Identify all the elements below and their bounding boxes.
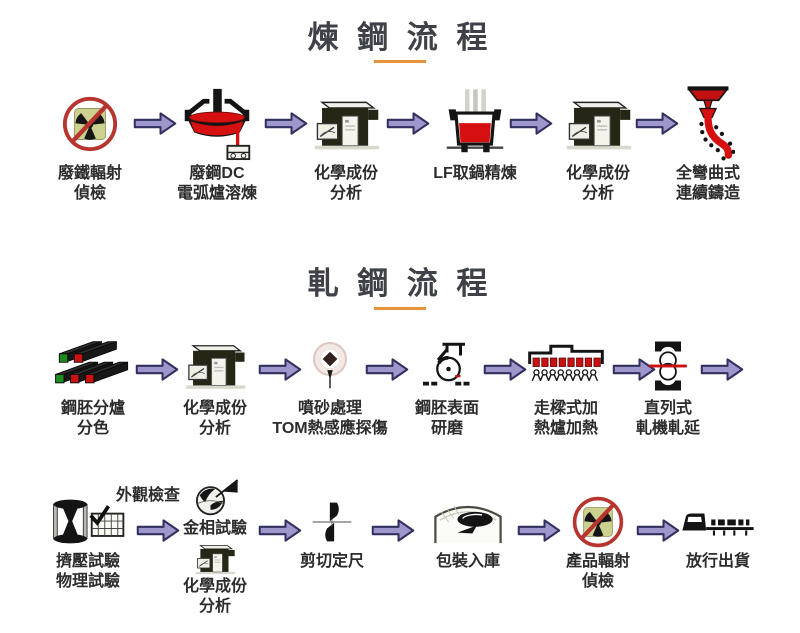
step-packing-warehouse: 包裝入庫 bbox=[420, 494, 516, 572]
label-line: LF取鍋精煉 bbox=[433, 165, 517, 182]
step-label: 廢鐵輻射 偵檢 bbox=[58, 164, 122, 205]
flow-arrow-icon bbox=[508, 110, 554, 137]
label-line: 電弧爐溶煉 bbox=[176, 185, 257, 203]
chemical-analysis-label: 化學成份 分析 bbox=[168, 577, 262, 618]
label-line: 分析 bbox=[581, 185, 614, 203]
press-test-icon bbox=[44, 494, 132, 550]
label-line: 分色 bbox=[76, 420, 109, 438]
chemical-analyzer-icon bbox=[561, 86, 635, 162]
visual-inspection-label: 外觀檢查 bbox=[115, 487, 180, 504]
label-line: 全彎曲式 bbox=[675, 165, 740, 182]
continuous-casting-icon bbox=[681, 86, 735, 162]
metallography-icon bbox=[190, 479, 240, 522]
title-underline-steelmaking bbox=[374, 60, 426, 63]
label-line: 鋼胚分爐 bbox=[60, 400, 125, 417]
blast-sensor-icon bbox=[310, 335, 350, 397]
chemical-analyzer-icon bbox=[181, 335, 249, 397]
billets-icon bbox=[51, 335, 135, 397]
metallographic-test-label: 金相試驗 bbox=[182, 520, 247, 537]
label-line: 化學成份 bbox=[182, 400, 247, 417]
warehouse-icon bbox=[431, 494, 505, 550]
step-label: 走樑式加 熱爐加熱 bbox=[534, 399, 598, 440]
step-billet-surface-grinding: 鋼胚表面 研磨 bbox=[398, 335, 496, 440]
chemical-analyzer-icon bbox=[309, 86, 383, 162]
shear-icon bbox=[309, 494, 355, 550]
surface-grinder-icon bbox=[420, 335, 474, 397]
label-line: 直列式 bbox=[643, 400, 692, 417]
step-label: 放行出貨 bbox=[686, 552, 750, 572]
step-release-shipping: 放行出貨 bbox=[666, 494, 770, 572]
step-curved-continuous-casting: 全彎曲式 連續鑄造 bbox=[660, 86, 756, 205]
step-blast-tom-inspection: 噴砂處理 TOM熱感應探傷 bbox=[258, 335, 402, 440]
label-line: 擠壓試驗 bbox=[55, 553, 120, 570]
label-line: 廢鋼DC bbox=[189, 165, 245, 182]
step-shear-to-length: 剪切定尺 bbox=[288, 494, 376, 572]
step-press-physical-test: 擠壓試驗 物理試驗 bbox=[38, 494, 138, 593]
step-inline-rolling-mill: 直列式 軋機軋延 bbox=[616, 335, 720, 440]
label-line: 產品輻射 bbox=[565, 553, 630, 570]
section-title-steelmaking: 煉 鋼 流 程 bbox=[307, 20, 493, 55]
step-label: 擠壓試驗 物理試驗 bbox=[56, 552, 120, 593]
radiation-ban-icon bbox=[61, 86, 119, 162]
step-label: 直列式 軋機軋延 bbox=[636, 399, 700, 440]
label-line: 物理試驗 bbox=[55, 573, 120, 591]
step-label: 鋼胚表面 研磨 bbox=[415, 399, 479, 440]
step-label: 化學成份 分析 bbox=[314, 164, 378, 205]
label-line: TOM熱感應探傷 bbox=[272, 420, 388, 438]
label-line: 化學成份 bbox=[313, 165, 378, 182]
step-walking-beam-furnace: 走樑式加 熱爐加熱 bbox=[514, 335, 618, 440]
label-line: 包裝入庫 bbox=[435, 553, 500, 570]
step-label: 化學成份 分析 bbox=[566, 164, 630, 205]
step-label: 剪切定尺 bbox=[300, 552, 364, 572]
rolling-mill-icon bbox=[647, 335, 689, 397]
step-chemical-analysis-3: 化學成份 分析 bbox=[166, 335, 264, 440]
step-billet-sorting: 鋼胚分爐 分色 bbox=[44, 335, 142, 440]
flow-arrow-icon bbox=[370, 517, 416, 544]
step-label: 產品輻射 偵檢 bbox=[566, 552, 630, 593]
label-line: 鋼胚表面 bbox=[414, 400, 479, 417]
label-line: 分析 bbox=[198, 420, 231, 438]
step-dc-arc-furnace-melting: 廢鋼DC 電弧爐溶煉 bbox=[168, 86, 266, 205]
label-line: 連續鑄造 bbox=[675, 185, 740, 203]
step-label: 全彎曲式 連續鑄造 bbox=[676, 164, 740, 205]
step-label: 噴砂處理 TOM熱感應探傷 bbox=[272, 399, 387, 440]
step-product-radiation-check: 產品輻射 偵檢 bbox=[548, 494, 648, 593]
label-line: 噴砂處理 bbox=[297, 400, 362, 417]
label-line: 熱爐加熱 bbox=[533, 420, 598, 438]
step-label: 包裝入庫 bbox=[436, 552, 500, 572]
section-title-rolling: 軋 鋼 流 程 bbox=[307, 266, 493, 301]
label-line: 偵檢 bbox=[73, 185, 106, 203]
label-line: 放行出貨 bbox=[685, 553, 750, 570]
title-underline-rolling bbox=[374, 307, 426, 310]
flow-arrow-icon bbox=[699, 356, 745, 383]
step-scrap-radiation-check: 廢鐵輻射 偵檢 bbox=[46, 86, 134, 205]
truck-icon bbox=[679, 494, 757, 550]
walking-beam-furnace-icon bbox=[525, 335, 607, 397]
label-line: 研磨 bbox=[430, 420, 463, 438]
step-label: LF取鍋精煉 bbox=[433, 164, 517, 184]
label-line: 偵檢 bbox=[581, 573, 614, 591]
label-line: 分析 bbox=[198, 598, 231, 616]
label-line: 廢鐵輻射 bbox=[57, 165, 122, 182]
ladle-furnace-icon bbox=[434, 86, 516, 162]
label-line: 分析 bbox=[329, 185, 362, 203]
label-line: 走樑式加 bbox=[533, 400, 598, 417]
label-line: 軋機軋延 bbox=[635, 420, 700, 438]
step-label: 廢鋼DC 電弧爐溶煉 bbox=[177, 164, 257, 205]
step-label: 鋼胚分爐 分色 bbox=[61, 399, 125, 440]
label-line: 剪切定尺 bbox=[299, 553, 364, 570]
label-line: 化學成份 bbox=[182, 578, 247, 595]
step-chemical-analysis-2: 化學成份 分析 bbox=[550, 86, 646, 205]
step-label: 化學成份 分析 bbox=[183, 399, 247, 440]
step-chemical-analysis-1: 化學成份 分析 bbox=[298, 86, 394, 205]
step-lf-ladle-refining: LF取鍋精煉 bbox=[418, 86, 532, 184]
label-line: 化學成份 bbox=[565, 165, 630, 182]
chemical-analyzer-icon bbox=[192, 541, 238, 582]
dc-arc-furnace-icon bbox=[173, 86, 261, 162]
radiation-ban-icon bbox=[571, 494, 625, 550]
